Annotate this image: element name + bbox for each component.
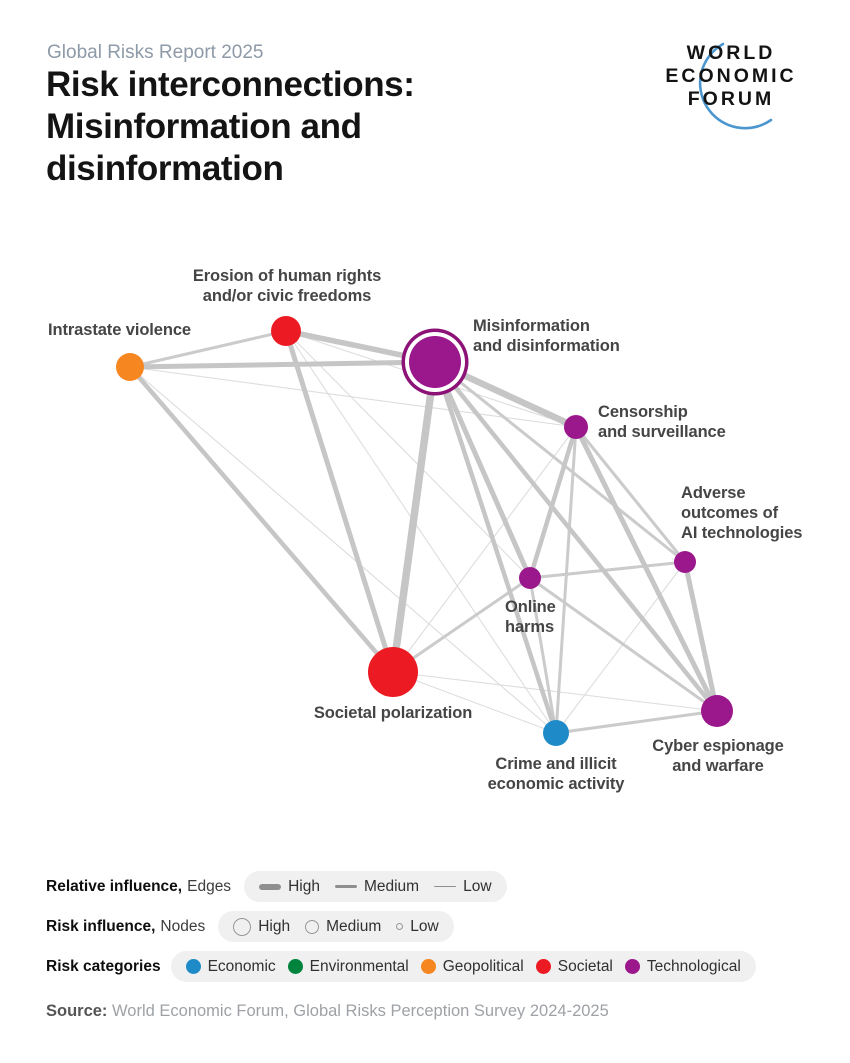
technological-dot xyxy=(624,959,640,974)
edge-intrastate-societal xyxy=(128,365,395,674)
node-label-societal: Societal polarization xyxy=(313,704,473,722)
edge-crime-societal xyxy=(392,671,557,734)
legend-edges-subtitle: Edges xyxy=(187,877,232,895)
legend-category-environmental: Environmental xyxy=(287,957,409,976)
legend-edge-high-label: High xyxy=(288,877,320,895)
edge-high-swatch xyxy=(259,883,282,890)
legend-edge-low: Low xyxy=(434,877,492,896)
edge-cyber-societal xyxy=(392,671,718,712)
edge-online-cyber xyxy=(529,576,718,713)
edge-censorship-cyber xyxy=(573,425,720,713)
edge-ai-cyber xyxy=(682,561,720,712)
legend-categories: Risk categories Economic Environmental G… xyxy=(46,951,756,982)
legend-node-medium-label: Medium xyxy=(326,917,382,935)
node-low-swatch xyxy=(396,923,404,930)
wef-logo-line2: ECONOMIC xyxy=(665,65,796,87)
node-label-ai: Adverse outcomes of AI technologies xyxy=(681,484,803,542)
node-label-erosion: Erosion of human rights and/or civic fre… xyxy=(192,267,382,305)
edge-online-societal xyxy=(392,576,531,674)
node-label-online: Online harms xyxy=(505,598,556,636)
legend-categories-pill: Economic Environmental Geopolitical Soci… xyxy=(170,951,756,982)
legend-nodes-subtitle: Nodes xyxy=(160,917,206,935)
legend-category-technological: Technological xyxy=(624,957,741,976)
edge-censorship-societal xyxy=(392,426,577,673)
legend-category-geopolitical-label: Geopolitical xyxy=(442,957,524,975)
legend-node-high-label: High xyxy=(258,917,291,935)
edge-low-swatch xyxy=(434,885,457,888)
legend-edge-medium: Medium xyxy=(334,877,420,896)
edge-censorship-crime xyxy=(554,426,578,734)
node-label-misinfo: Misinformation and disinformation xyxy=(473,317,620,355)
legend-category-geopolitical: Geopolitical xyxy=(420,957,524,976)
legend-nodes-title: Risk influence, xyxy=(46,917,156,935)
wef-logo-line1: WORLD xyxy=(687,42,776,64)
edge-erosion-societal xyxy=(283,330,396,673)
edge-misinfo-intrastate xyxy=(129,359,436,370)
node-misinfo[interactable] xyxy=(409,336,461,388)
node-erosion[interactable] xyxy=(271,316,301,346)
report-kicker: Global Risks Report 2025 xyxy=(47,42,264,63)
edge-misinfo-societal xyxy=(389,361,439,673)
edge-censorship-ai xyxy=(574,426,687,563)
wef-logo-line3: FORUM xyxy=(688,88,775,110)
legend-edges-pill: High Medium Low xyxy=(244,871,507,902)
node-societal[interactable] xyxy=(368,647,418,697)
node-label-intrastate: Intrastate violence xyxy=(48,321,191,339)
wef-logo-arc xyxy=(698,42,773,130)
legend-node-medium: Medium xyxy=(305,918,381,936)
legend-category-societal: Societal xyxy=(535,957,613,976)
node-cyber[interactable] xyxy=(701,695,733,727)
node-medium-swatch xyxy=(305,919,320,934)
node-crime[interactable] xyxy=(543,720,569,746)
node-censorship[interactable] xyxy=(564,415,588,439)
legend-nodes-pill: High Medium Low xyxy=(218,911,454,942)
wef-logo: WORLD ECONOMIC FORUM xyxy=(665,42,796,130)
societal-dot xyxy=(535,959,551,974)
edge-ai-crime xyxy=(555,561,686,734)
node-ai[interactable] xyxy=(674,551,696,573)
edge-ai-online xyxy=(529,560,686,580)
edge-medium-swatch xyxy=(334,884,357,889)
edge-censorship-online xyxy=(527,426,579,579)
edge-misinfo-cyber xyxy=(433,360,719,713)
legend-nodes: Risk influence, Nodes High Medium Low xyxy=(46,911,454,942)
edge-erosion-online xyxy=(285,330,531,579)
source-prefix: Source: xyxy=(46,1002,108,1020)
legend-edge-medium-label: Medium xyxy=(363,877,420,895)
node-intrastate[interactable] xyxy=(116,353,144,381)
legend-node-low: Low xyxy=(396,917,439,936)
edge-erosion-crime xyxy=(285,330,557,734)
legend-categories-title: Risk categories xyxy=(46,957,161,975)
legend-edges-title: Relative influence, xyxy=(46,877,183,895)
legend-category-environmental-label: Environmental xyxy=(309,957,409,975)
source-text: World Economic Forum, Global Risks Perce… xyxy=(107,1002,609,1020)
legend-edges: Relative influence, Edges High Medium Lo… xyxy=(46,871,507,902)
edge-misinfo-crime xyxy=(432,361,559,734)
edge-crime-cyber xyxy=(555,709,718,735)
page-title: Risk interconnections: Misinformation an… xyxy=(46,65,415,188)
edge-misinfo-ai xyxy=(434,360,686,564)
edge-erosion-intrastate xyxy=(129,329,287,369)
edge-intrastate-crime xyxy=(129,366,557,734)
source-line: Source: World Economic Forum, Global Ris… xyxy=(46,1002,609,1021)
node-label-crime: Crime and illicit economic activity xyxy=(487,755,625,793)
legend-edge-low-label: Low xyxy=(463,877,492,895)
environmental-dot xyxy=(287,959,303,974)
edge-online-crime xyxy=(528,577,558,734)
legend-node-high: High xyxy=(233,917,291,936)
economic-dot xyxy=(185,959,201,974)
legend-category-societal-label: Societal xyxy=(557,957,613,975)
legend-edge-high: High xyxy=(259,878,320,896)
edge-misinfo-online xyxy=(432,360,533,580)
legend-category-technological-label: Technological xyxy=(646,957,741,975)
node-label-censorship: Censorship and surveillance xyxy=(598,403,726,441)
legend-node-low-label: Low xyxy=(410,917,439,935)
node-online[interactable] xyxy=(519,567,541,589)
node-high-swatch xyxy=(233,917,252,936)
geopolitical-dot xyxy=(420,959,436,974)
node-label-cyber: Cyber espionage and warfare xyxy=(652,737,784,775)
legend-category-economic-label: Economic xyxy=(207,957,276,975)
legend-category-economic: Economic xyxy=(185,957,276,976)
